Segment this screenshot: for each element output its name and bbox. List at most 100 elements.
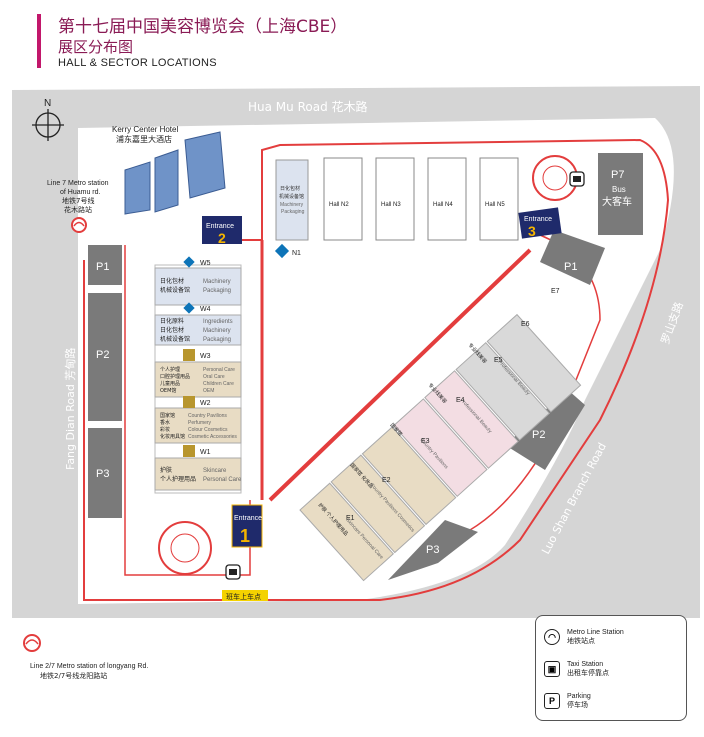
w2-cn3: 彩妆: [160, 426, 170, 433]
n1-en2: Packaging: [281, 209, 305, 215]
legend-parking-cn: 停车场: [567, 702, 588, 709]
w5-en2: Packaging: [203, 288, 231, 294]
parking-p7-label: P7: [611, 169, 624, 181]
w3-cn2: 口腔护理用品: [160, 373, 190, 380]
w4-en1: Ingredients: [203, 319, 233, 325]
hall-e5: [424, 370, 519, 469]
taxi-legend-icon: ▣: [544, 661, 560, 677]
hall-e3: [361, 426, 457, 526]
north-hall-n3: Hall N3: [375, 157, 415, 241]
hall-w1-block: [154, 457, 242, 491]
w2-cn2: 香水: [160, 419, 170, 426]
parking-p2-label: P2: [532, 429, 545, 441]
w3-cn1: 个人护理: [160, 366, 180, 373]
road-north: Hua Mu Road 花木路: [248, 99, 368, 114]
w1-marker-icon: [183, 445, 195, 457]
entrance-2-label: Entrance: [206, 223, 234, 230]
hall-e6: [455, 342, 551, 441]
parking-legend-icon: P: [544, 693, 560, 709]
entrance-3-num: 3: [528, 223, 536, 239]
hall-e2-label: E2: [382, 477, 391, 484]
hall-e4-label: E4: [456, 397, 465, 404]
hall-e5-label: E5: [494, 357, 503, 364]
hall-e6-label: E6: [521, 321, 530, 328]
north-hall-n1: 日化包材 机械设备馆 Machinery Packaging: [275, 159, 309, 241]
w4-label: W4: [200, 306, 211, 313]
parking-p3: [388, 520, 478, 580]
site-route: [83, 138, 670, 601]
hotel-building-icon: [124, 131, 226, 215]
metro-north-l2: of Huamu rd.: [60, 189, 101, 196]
metro-south-icon: [23, 634, 41, 652]
w4-marker-icon: [183, 302, 195, 314]
w4-cn1: 日化原料: [160, 317, 184, 325]
p7-bus-en: Bus: [612, 185, 626, 194]
page-title: 第十七届中国美容博览会（上海CBE）: [58, 17, 348, 37]
w3-label: W3: [200, 353, 211, 360]
hall-n3-label: Hall N3: [381, 202, 401, 208]
shuttle-stop-label: 班车上车点: [226, 592, 261, 601]
north-hall-n2: Hall N2: [323, 157, 363, 241]
metro-north-icon: [71, 217, 87, 233]
legend-metro-cn: 地铁站点: [567, 638, 595, 645]
parking-p1-text: P1: [564, 261, 577, 273]
hall-e1: [299, 482, 394, 582]
hall-n4-label: Hall N4: [433, 202, 453, 208]
parking-p1: [540, 230, 605, 285]
parking-p6-label: P1: [96, 261, 109, 273]
metro-legend-icon: ◠: [544, 629, 560, 645]
w2-cn4: 化妆用具馆: [160, 433, 185, 440]
roundabout-south-west: [158, 521, 212, 575]
w2-marker-icon: [183, 396, 195, 408]
w2-cn1: 国家馆: [160, 412, 175, 419]
w5-cn1: 日化包材: [160, 277, 184, 285]
entrance-2: [202, 216, 242, 244]
w2-en1: Country Pavilions: [188, 413, 227, 419]
w2-en4: Cosmetic Accessories: [188, 434, 237, 440]
w5-cn2: 机械设备馆: [160, 286, 190, 294]
page-subtitle-cn: 展区分布图: [58, 38, 134, 56]
w4-en2: Machinery: [203, 328, 231, 334]
w3-en3: Children Care: [203, 381, 234, 387]
w2-label: W2: [200, 400, 211, 407]
n1-cn1: 日化包材: [280, 185, 300, 192]
hall-w2-block: [154, 407, 242, 444]
w5-label: W5: [200, 260, 211, 267]
walkway-route: [268, 248, 532, 502]
metro-north-l1: Line 7 Metro station: [47, 180, 109, 187]
w1-en1: Skincare: [203, 468, 227, 474]
legend-metro: ◠ Metro Line Station 地铁站点: [544, 628, 624, 646]
metro-north-l4: 花木路站: [64, 205, 92, 214]
legend-taxi-cn: 出租车停靠点: [567, 670, 609, 677]
hall-e3-label: E3: [421, 438, 430, 445]
w5-en1: Machinery: [203, 279, 231, 285]
w4-cn2: 日化包材: [160, 326, 184, 334]
page-subtitle-en: HALL & SECTOR LOCATIONS: [58, 57, 217, 69]
entrance-1-num: 1: [240, 526, 250, 546]
road-south: Long Yang Road 龙阳路: [205, 621, 340, 636]
compass-label: N: [44, 98, 51, 109]
metro-south-l2: 地铁2/7号线龙阳路站: [40, 671, 107, 680]
n1-en1: Machinery: [280, 202, 304, 208]
parking-p3-label: P3: [426, 544, 439, 556]
w1-cn1: 护肤: [160, 466, 172, 474]
metro-south-l1: Line 2/7 Metro station of longyang Rd.: [30, 663, 148, 670]
w3-cn3: 儿童用品: [160, 380, 180, 387]
road-west: Fang Dian Road 芳甸路: [63, 348, 77, 470]
parking-p5-label: P2: [96, 349, 109, 361]
metro-north-l3: 地铁7号线: [62, 196, 94, 205]
hall-e7-label: E7: [551, 288, 560, 295]
w3-cn4: OEM馆: [160, 387, 176, 394]
shuttle-stop: [222, 590, 268, 601]
taxi-station-icon: [569, 171, 585, 187]
parking-p4: [88, 428, 122, 518]
hall-n5-label: Hall N5: [485, 202, 505, 208]
w3-en4: OEM: [203, 388, 214, 394]
w5-marker-icon: [183, 256, 195, 268]
entrance-2-num: 2: [218, 230, 226, 246]
legend-metro-en: Metro Line Station: [567, 629, 624, 636]
parking-p4-label: P3: [96, 468, 109, 480]
hall-e1-label: E1: [346, 515, 355, 522]
